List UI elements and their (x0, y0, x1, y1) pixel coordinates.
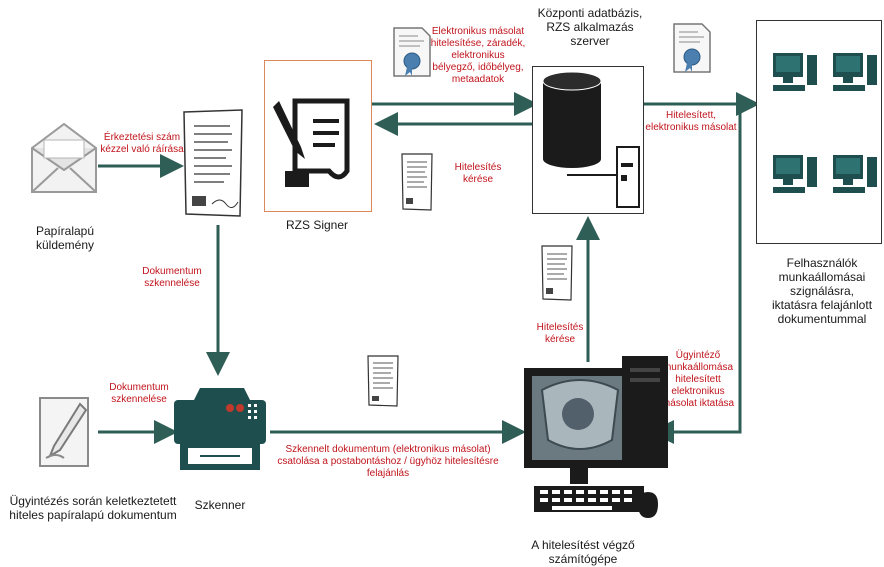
scanned-attach-label: Szkennelt dokumentum (elektronikus másol… (277, 444, 499, 479)
document-icon (541, 245, 573, 301)
desktop-pc-icon (833, 53, 877, 91)
scanner-label: Szkenner (194, 498, 246, 512)
rzs-signer-label: RZS Signer (285, 218, 349, 232)
e-copy-auth-label: Elektronikus másolat hitelesítése, zárad… (430, 26, 526, 85)
clerk-filing-label: Ügyintéző munkaállomása hitelesített ele… (661, 350, 735, 409)
arrow-users-to-pc (650, 104, 742, 444)
handwritten-doc-label: Ügyintézés során keletkeztetett hiteles … (9, 494, 177, 522)
arrival-stamp-label: Érkeztetési szám kézzel való ráírása (100, 132, 184, 155)
computer-icon (524, 356, 668, 518)
desktop-pc-icon (833, 155, 877, 193)
users-box (756, 20, 882, 244)
authenticated-copy-label: Hitelesített, elektronikus másolat (645, 110, 737, 133)
scanner-icon (174, 388, 266, 470)
signer-scroll-icon (273, 98, 350, 187)
document-icon (401, 153, 433, 211)
central-db-box (532, 66, 644, 214)
pencil-paper-icon (39, 397, 89, 467)
auth-request-mid-label: Hitelesítés kérése (454, 162, 502, 185)
document-icon (183, 109, 243, 217)
envelope-icon (31, 122, 97, 193)
doc-scan-label-top: Dokumentum szkennelése (142, 266, 202, 289)
desktop-pc-icon (773, 155, 817, 193)
certificate-icon (673, 23, 711, 73)
doc-scan-label-left: Dokumentum szkennelése (109, 382, 169, 405)
users-label: Felhasználók munkaállomásai szignálásra,… (771, 256, 873, 326)
workstation-label: A hitelesítést végző számítógépe (531, 538, 635, 566)
rzs-signer-box (264, 60, 372, 212)
user-workstations (773, 53, 877, 193)
central-db-label: Központi adatbázis, RZS alkalmazás szerv… (537, 6, 643, 48)
desktop-pc-icon (773, 53, 817, 91)
certificate-icon (393, 27, 431, 77)
database-server-icon (542, 71, 640, 208)
paper-mail-label: Papíralapú küldemény (35, 224, 95, 252)
document-icon (367, 355, 399, 407)
auth-request-right-label: Hitelesítés kérése (536, 322, 584, 345)
